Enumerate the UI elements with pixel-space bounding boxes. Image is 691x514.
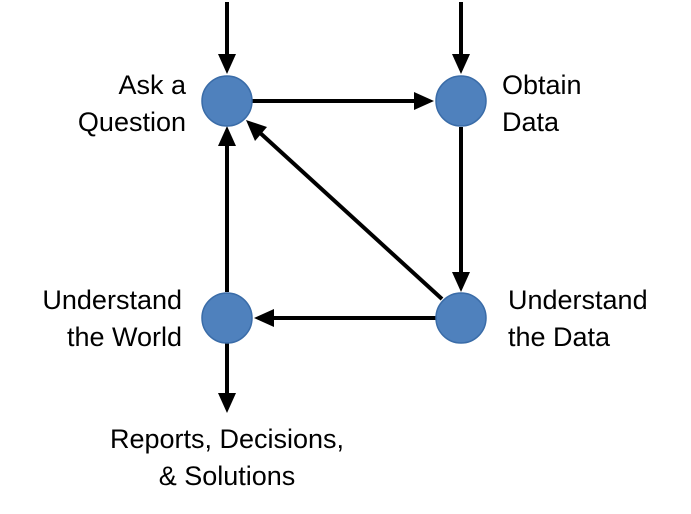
arrowhead-understand-data-to-world: [254, 309, 274, 327]
node-understand-the-world: [201, 292, 253, 344]
label-obtain-line1: Obtain: [502, 70, 582, 100]
label-understand-data-line2: the Data: [508, 322, 611, 352]
label-understand-data-line1: Understand: [508, 285, 648, 315]
label-ask-line2: Question: [78, 107, 186, 137]
arrowhead-obtain-to-understand-data: [452, 272, 470, 292]
label-understand-world-line2: the World: [67, 322, 182, 352]
edges: [218, 2, 470, 413]
arrowhead-understand-world-to-ask: [218, 126, 236, 146]
label-understand-world-line1: Understand: [42, 285, 182, 315]
arrowhead-ask-to-obtain: [414, 92, 434, 110]
arrowhead-understand-world-to-output: [218, 393, 236, 413]
arrowhead-input-to-ask: [218, 54, 236, 74]
label-output-line1: Reports, Decisions,: [110, 424, 344, 454]
labels: Ask a Question Obtain Data Understand th…: [42, 70, 647, 491]
node-understand-the-data: [435, 292, 487, 344]
edge-understand-data-to-ask: [256, 129, 444, 301]
label-output-line2: & Solutions: [159, 461, 296, 491]
nodes: [201, 75, 487, 344]
arrowhead-input-to-obtain: [452, 54, 470, 74]
label-ask-line1: Ask a: [118, 70, 187, 100]
node-ask-a-question: [201, 75, 253, 127]
arrowhead-understand-data-to-ask: [246, 120, 267, 141]
node-obtain-data: [435, 75, 487, 127]
label-obtain-line2: Data: [502, 107, 560, 137]
